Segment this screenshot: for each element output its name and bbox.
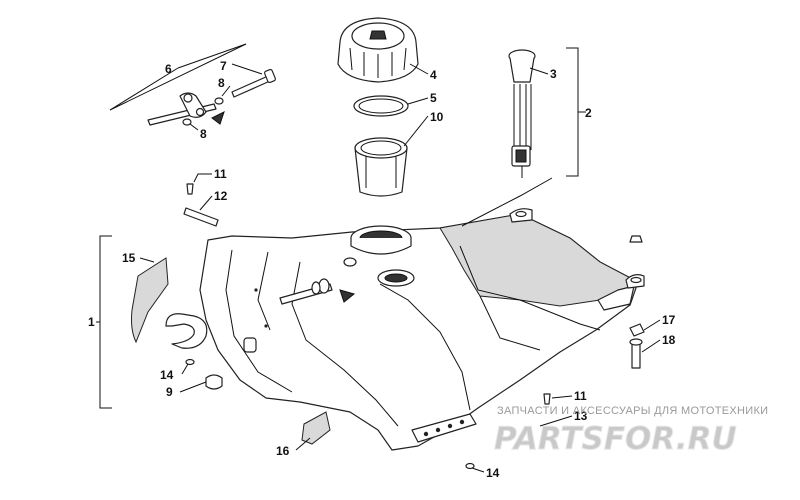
part-label-7: 7 xyxy=(220,59,227,73)
o-ring xyxy=(353,95,409,117)
watermark-logo-text: PARTSFOR.RU xyxy=(494,421,737,454)
part-label-11: 11 xyxy=(214,167,227,181)
bottom-hardware xyxy=(465,393,551,470)
part-label-10: 10 xyxy=(430,110,444,124)
part-label-6: 6 xyxy=(165,62,172,76)
side-bolt xyxy=(279,278,356,305)
part-label-9: 9 xyxy=(166,385,173,399)
right-hardware xyxy=(629,235,645,369)
part-label-8: 8 xyxy=(218,76,225,90)
bracket-assembly xyxy=(147,68,276,126)
part-label-2: 2 xyxy=(585,106,592,120)
strainer xyxy=(354,137,408,197)
part-label-18: 18 xyxy=(662,333,676,347)
left-hardware xyxy=(183,183,223,390)
fuel-cap xyxy=(337,17,419,83)
part-label-15: 15 xyxy=(122,251,136,265)
part-labels: 6 7 8 8 4 5 10 3 2 1 11 12 15 14 9 16 11… xyxy=(88,59,676,480)
part-label-14b: 14 xyxy=(486,466,500,480)
pads xyxy=(131,257,331,445)
part-label-5: 5 xyxy=(430,91,437,105)
part-label-14: 14 xyxy=(160,368,174,382)
part-label-8b: 8 xyxy=(200,127,207,141)
part-label-4: 4 xyxy=(430,68,437,82)
fuel-tank xyxy=(165,208,645,451)
watermark-logo: PARTSFOR.RU xyxy=(494,421,738,455)
part-label-13: 13 xyxy=(574,409,588,423)
part-label-11b: 11 xyxy=(574,389,587,403)
watermark-caption: ЗАПЧАСТИ И АКСЕССУАРЫ ДЛЯ МОТОТЕХНИКИ xyxy=(497,405,769,417)
part-label-1: 1 xyxy=(88,315,95,329)
part-label-16: 16 xyxy=(276,444,290,458)
part-label-3: 3 xyxy=(550,67,557,81)
fuel-level-sender xyxy=(508,49,536,178)
leader-lines xyxy=(96,43,661,473)
part-label-12: 12 xyxy=(214,189,228,203)
part-label-17: 17 xyxy=(662,313,676,327)
